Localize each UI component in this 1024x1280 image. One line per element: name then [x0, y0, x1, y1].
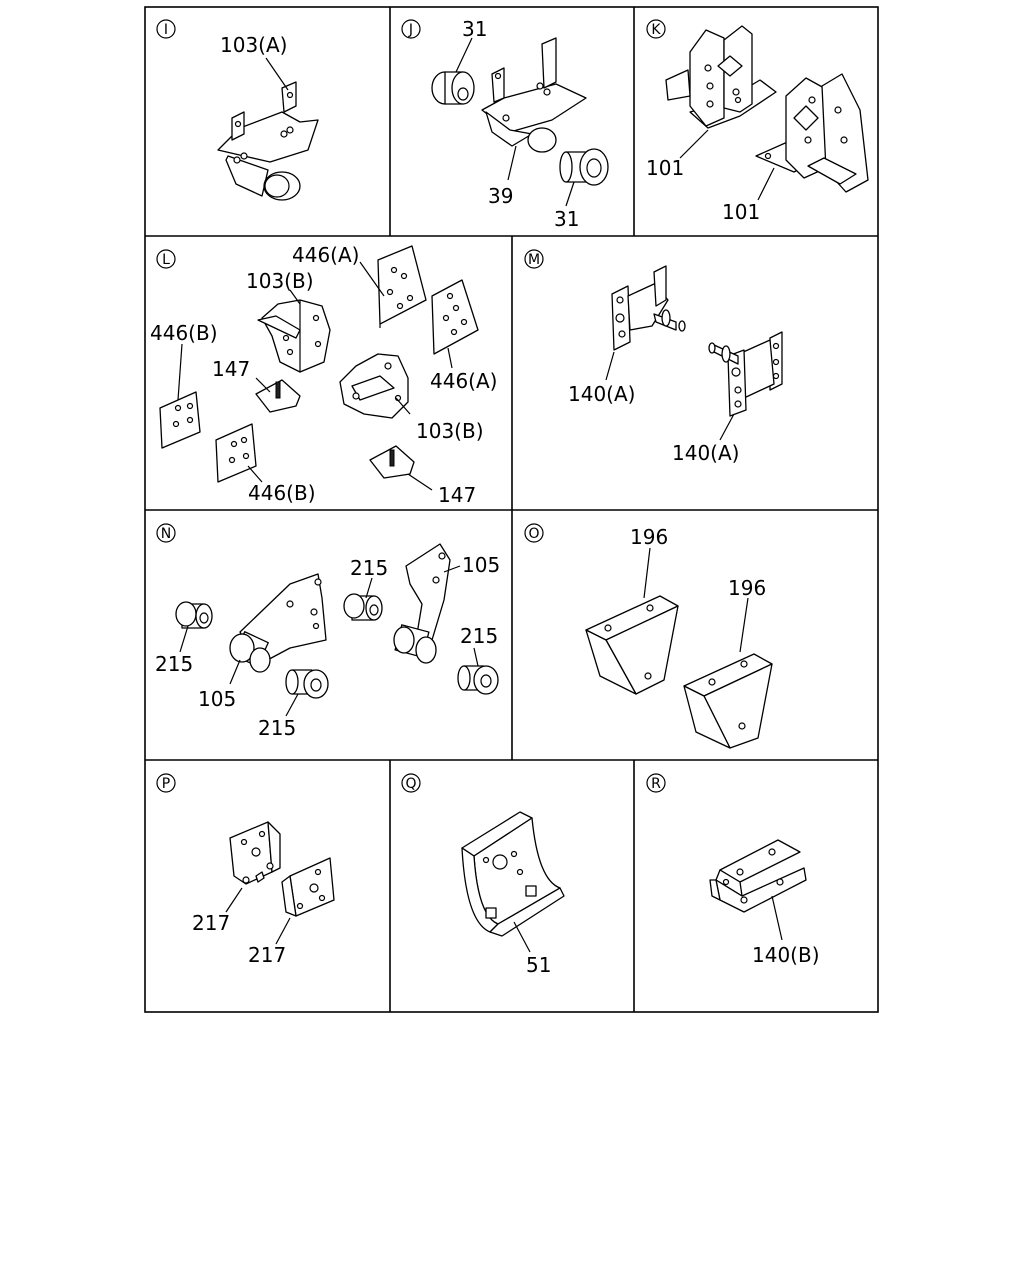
callout-101-upper: 101 — [646, 156, 684, 180]
callout-103a: 103(A) — [220, 33, 287, 57]
panel-k-id: K — [651, 22, 661, 38]
panel-j-marker — [401, 19, 421, 39]
panel-m-marker — [524, 249, 544, 269]
callout-101-lower: 101 — [722, 200, 760, 224]
panel-r: R 140(B) — [646, 773, 820, 967]
plate-446a-lower — [431, 279, 479, 355]
callout-217-upper: 217 — [192, 911, 230, 935]
bushing-215-n1 — [175, 601, 213, 629]
panel-m: M 140(A) 140(A) — [524, 249, 783, 465]
callout-105-right: 105 — [462, 553, 500, 577]
panel-k: K 101 101 — [646, 19, 869, 224]
callout-215-n4: 215 — [460, 624, 498, 648]
bushing-31-upper — [431, 71, 475, 105]
panel-p-id: P — [162, 776, 170, 792]
wedge-147-lower — [369, 445, 415, 479]
bracket-39 — [481, 37, 587, 153]
panel-m-id: M — [528, 252, 540, 268]
callout-446a-upper: 446(A) — [292, 243, 359, 267]
plate-446b-upper — [159, 391, 201, 449]
panel-q-id: Q — [405, 776, 416, 792]
pin-bracket-140a-left — [611, 265, 686, 351]
bracket-103b-upper — [257, 299, 331, 373]
bracket-196-lower — [683, 653, 773, 749]
bracket-101-lower — [755, 73, 869, 193]
panel-j-id: J — [408, 22, 413, 38]
bushing-215-n3 — [343, 593, 383, 621]
panel-l: L — [150, 243, 497, 507]
callout-140b: 140(B) — [752, 943, 820, 967]
diagram-grid — [144, 6, 879, 1013]
panel-i-marker — [156, 19, 176, 39]
panel-p: P 217 217 — [156, 773, 335, 967]
bracket-103a — [217, 81, 319, 201]
callout-103b-upper: 103(B) — [246, 269, 314, 293]
callout-31-upper: 31 — [462, 17, 487, 41]
callout-446b-lower: 446(B) — [248, 481, 316, 505]
callout-196-upper: 196 — [630, 525, 668, 549]
panel-n-marker — [156, 523, 176, 543]
wedge-147-upper — [255, 379, 301, 413]
callout-217-lower: 217 — [248, 943, 286, 967]
panel-k-marker — [646, 19, 666, 39]
plate-446a-upper — [377, 245, 427, 328]
panel-r-marker — [646, 773, 666, 793]
shackle-105-right — [393, 543, 451, 664]
callout-215-n3: 215 — [350, 556, 388, 580]
panel-q: Q 51 — [401, 773, 565, 977]
plate-217-upper — [229, 821, 281, 885]
callout-31-lower: 31 — [554, 207, 579, 231]
panel-j: J 31 39 31 — [401, 17, 609, 231]
callout-215-n2: 215 — [258, 716, 296, 740]
panel-q-marker — [401, 773, 421, 793]
callout-446b-upper: 446(B) — [150, 321, 218, 345]
panel-r-id: R — [651, 776, 661, 792]
panel-p-marker — [156, 773, 176, 793]
callout-105-left: 105 — [198, 687, 236, 711]
bracket-140b — [709, 839, 807, 913]
callout-39: 39 — [488, 184, 513, 208]
callout-140a-right: 140(A) — [672, 441, 739, 465]
bracket-196-upper — [585, 595, 679, 695]
plate-446b-lower — [215, 423, 257, 483]
plate-217-lower — [281, 857, 335, 917]
bracket-101-upper — [665, 25, 777, 129]
callout-147-lower: 147 — [438, 483, 476, 507]
pin-bracket-140a-right — [708, 331, 783, 417]
bracket-103b-lower — [339, 353, 409, 419]
shackle-105-left — [229, 573, 327, 673]
panel-l-id: L — [162, 252, 170, 268]
bracket-51 — [461, 811, 565, 937]
callout-147-upper: 147 — [212, 357, 250, 381]
callout-103b-lower: 103(B) — [416, 419, 484, 443]
bushing-215-n2 — [285, 669, 329, 699]
callout-215-n1: 215 — [155, 652, 193, 676]
bushing-215-n4 — [457, 665, 499, 695]
panel-o: O 196 196 — [524, 523, 773, 749]
callout-446a-lower: 446(A) — [430, 369, 497, 393]
callout-196-lower: 196 — [728, 576, 766, 600]
callout-51: 51 — [526, 953, 551, 977]
bushing-31-lower — [559, 148, 609, 186]
panel-n: N — [155, 523, 500, 740]
panel-l-marker — [156, 249, 176, 269]
panel-i-id: I — [164, 22, 168, 38]
panel-i: I 103(A) — [156, 19, 319, 201]
panel-n-id: N — [161, 526, 171, 542]
panel-o-id: O — [528, 526, 539, 542]
panel-o-marker — [524, 523, 544, 543]
callout-140a-left: 140(A) — [568, 382, 635, 406]
